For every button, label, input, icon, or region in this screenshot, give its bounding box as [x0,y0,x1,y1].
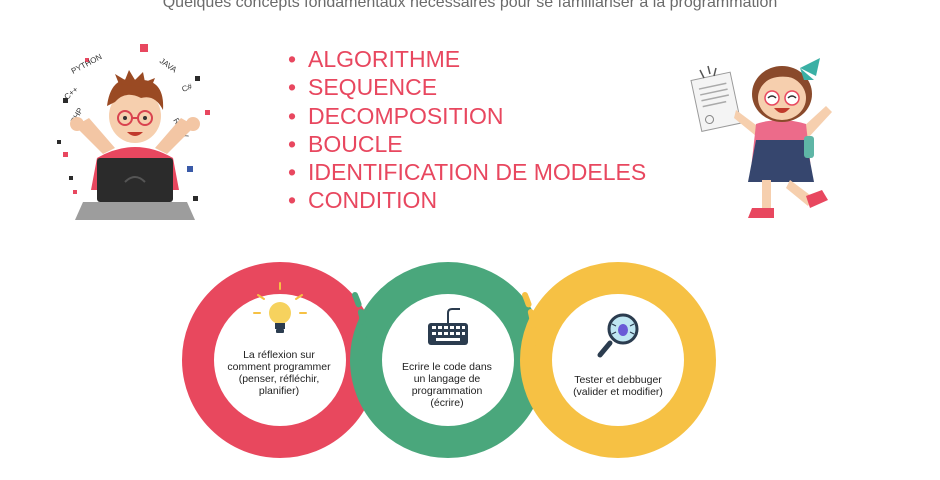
bullet: • [288,102,297,129]
concept-label: IDENTIFICATION DE MODELES [308,159,647,186]
magnifier-bug-icon [597,313,639,358]
concept-label: BOUCLE [308,130,403,157]
concept-item: • DECOMPOSITION [288,102,646,130]
concept-item: • IDENTIFICATION DE MODELES [288,158,646,186]
concept-label: SEQUENCE [308,74,438,101]
step-text-write: Ecrire le code dans un langage de progra… [402,361,492,409]
lang-python: PYTHON [70,52,104,76]
step-text-test: Tester et debbuger (valider et modifier) [573,374,663,398]
concept-label: CONDITION [308,187,438,214]
concept-item: • ALGORITHME [288,45,646,73]
connector-dash [522,292,537,368]
keyboard-icon [428,308,468,345]
concept-label: ALGORITHME [308,46,461,72]
programming-cycle-diagram [182,262,716,458]
girl-with-paper-illustration [690,58,832,218]
step-ring-test [520,262,716,458]
bullet: • [288,187,297,214]
concept-list: • ALGORITHME • SEQUENCE • DECOMPOSITION • BO… [288,45,646,215]
connector-dash [352,292,367,363]
bullet: • [288,159,297,186]
lang-csharp: C# [181,82,194,94]
concept-item: • SEQUENCE [288,73,646,101]
lightbulb-icon [253,282,307,333]
lang-cpp: C++ [63,85,81,102]
concept-label: DECOMPOSITION [308,102,504,129]
concept-item: • BOUCLE [288,130,646,158]
step-text-think: La réflexion sur comment programmer (pen… [227,349,331,397]
bullet: • [288,46,297,72]
boy-programmer-illustration: PYTHON JAVA C++ C# PHP RUBY [57,44,210,220]
bullet: • [288,130,297,157]
bullet: • [288,74,297,101]
subtitle: Quelques concepts fondamentaux nécessair… [162,0,778,11]
concept-item: • CONDITION [288,186,646,214]
lang-java: JAVA [158,56,179,75]
